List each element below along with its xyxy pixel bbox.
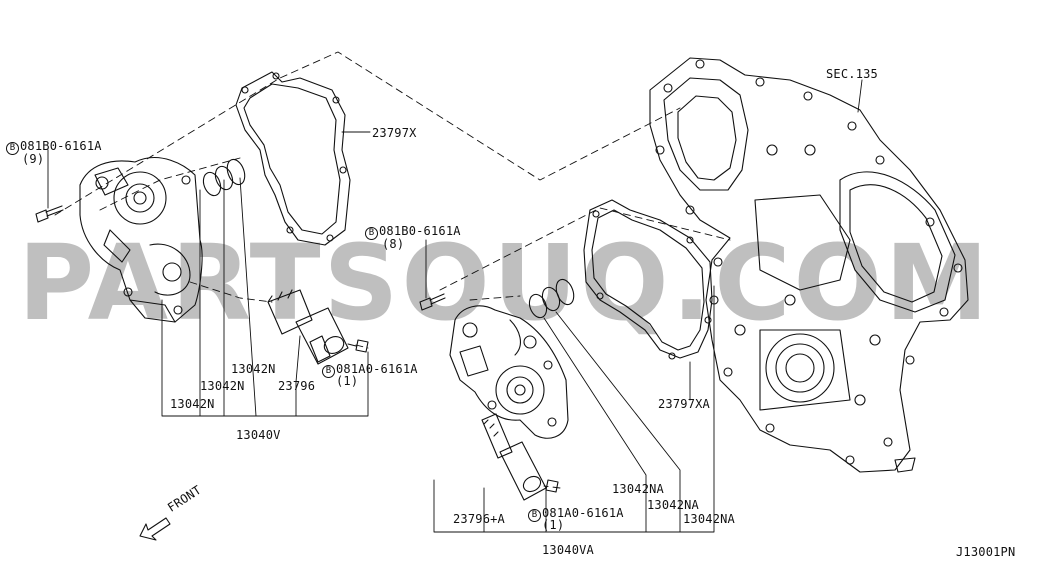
- right-o-rings: [528, 278, 575, 319]
- label-bolt-9-part: 081B0-6161A: [20, 139, 102, 153]
- bolt-symbol-icon: B: [365, 227, 378, 240]
- left-solenoid-valve: [267, 289, 349, 365]
- label-valve-left: 23796: [278, 379, 316, 393]
- left-valve-timing-cover: [79, 157, 203, 323]
- right-bolt-8: [419, 293, 446, 311]
- bolt-symbol-icon: B: [528, 509, 541, 522]
- label-oring-na-2: 13042NA: [647, 498, 699, 512]
- leader-lines: [47, 79, 863, 533]
- label-oring-n-1: 13042N: [231, 362, 276, 376]
- label-oring-n-2: 13042N: [200, 379, 245, 393]
- label-oring-na-1: 13042NA: [612, 482, 664, 496]
- front-arrow-icon: [139, 517, 171, 541]
- bolt-symbol-icon: B: [322, 365, 335, 378]
- right-gasket: [583, 199, 713, 360]
- label-bolt-8-part: 081B0-6161A: [379, 224, 461, 238]
- diagram-code: J13001PN: [956, 545, 1016, 559]
- label-sec-135: SEC.135: [826, 67, 878, 81]
- label-oring-n-3: 13042N: [170, 397, 215, 411]
- engine-front-cover: [649, 57, 969, 473]
- label-bolt-1-left-qty: (1): [336, 374, 359, 388]
- left-bolt-1: [347, 339, 369, 353]
- label-valve-right: 23796+A: [453, 512, 505, 526]
- label-bolt-8-qty: (8): [382, 237, 405, 251]
- label-bolt-9-qty: (9): [22, 152, 45, 166]
- left-bolt-9: [35, 205, 64, 223]
- label-oring-na-3: 13042NA: [683, 512, 735, 526]
- label-gasket-x: 23797X: [372, 126, 417, 140]
- label-bolt-1-right-part: 081A0-6161A: [542, 506, 624, 520]
- right-solenoid-valve: [481, 413, 547, 501]
- right-bolt-1: [545, 479, 559, 493]
- label-assy-right: 13040VA: [542, 543, 594, 557]
- bolt-symbol-icon: B: [6, 142, 19, 155]
- right-valve-timing-cover: [449, 305, 569, 439]
- left-gasket: [235, 71, 351, 246]
- label-gasket-xa: 23797XA: [658, 397, 710, 411]
- left-o-rings: [202, 158, 246, 197]
- label-assy-left: 13040V: [236, 428, 281, 442]
- label-bolt-1-right-qty: (1): [542, 518, 565, 532]
- alignment-dashed-lines: [54, 51, 731, 489]
- label-bolt-1-left-part: 081A0-6161A: [336, 362, 418, 376]
